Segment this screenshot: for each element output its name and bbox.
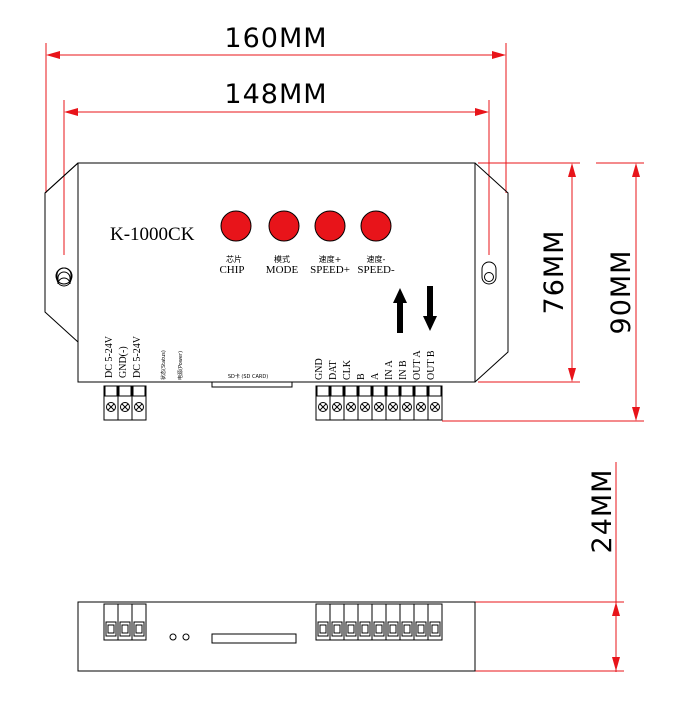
- chip-cn-label: 芯片: [226, 254, 242, 264]
- mounting-hole-right: [481, 261, 497, 285]
- terminal-screw: [329, 385, 345, 421]
- up-arrow-icon: [393, 288, 407, 333]
- terminal-socket: [343, 603, 359, 641]
- signal-terminal-block-top: [315, 385, 443, 421]
- signal-terminal-label: B: [356, 373, 367, 380]
- terminal-screw: [357, 385, 373, 421]
- terminal-screw: [103, 385, 119, 421]
- terminal-screw: [371, 385, 387, 421]
- sd-card-label: SD卡 (SD CARD): [228, 373, 268, 380]
- speed-minus-label: SPEED-: [357, 264, 395, 276]
- mode-button[interactable]: [268, 210, 300, 242]
- sd-card-slot-side: [211, 633, 297, 644]
- speed-plus-button[interactable]: [314, 210, 346, 242]
- housing-top-view: [44, 162, 509, 383]
- terminal-socket: [399, 603, 415, 641]
- signal-terminal-label: A: [370, 372, 381, 380]
- terminal-screw: [399, 385, 415, 421]
- dimension-90-label: 90MM: [606, 250, 637, 335]
- power-terminal-label: GND(-): [118, 346, 129, 378]
- down-arrow-icon: [423, 286, 437, 331]
- terminal-screw: [117, 385, 133, 421]
- chip-button[interactable]: [220, 210, 252, 242]
- dimension-24: 24MM: [472, 462, 624, 672]
- terminal-socket: [315, 603, 331, 641]
- power-terminal-label: DC 5-24V: [104, 335, 115, 378]
- power-indicator-label: 电源(Power): [177, 351, 184, 380]
- signal-terminal-label: IN B: [398, 360, 409, 380]
- terminal-socket: [413, 603, 429, 641]
- power-terminal-block-top: [103, 385, 147, 421]
- terminal-socket: [103, 603, 119, 641]
- terminal-screw: [315, 385, 331, 421]
- terminal-socket: [371, 603, 387, 641]
- button-labels: 芯片 CHIP 模式 MODE 速度+ SPEED+ 速度- SPEED-: [219, 254, 395, 276]
- dimension-160: 160MM: [45, 23, 507, 193]
- chip-label: CHIP: [219, 264, 244, 276]
- model-name: K-1000CK: [110, 224, 195, 245]
- terminal-screw: [131, 385, 147, 421]
- status-indicator-label: 状态(Status): [160, 350, 167, 380]
- led-indicators-side: [169, 633, 190, 641]
- dimension-148: 148MM: [63, 79, 490, 255]
- mounting-hole-left: [55, 267, 73, 287]
- speed-plus-label: SPEED+: [310, 264, 350, 276]
- signal-terminal-label: OUT A: [412, 350, 423, 380]
- power-led-icon: [182, 633, 190, 641]
- terminal-socket: [357, 603, 373, 641]
- terminal-socket: [329, 603, 345, 641]
- sd-card-slot-top: SD卡 (SD CARD): [211, 373, 293, 388]
- dimension-24-label: 24MM: [587, 469, 618, 554]
- terminal-screw: [427, 385, 443, 421]
- terminal-socket: [427, 603, 443, 641]
- power-terminal-label: DC 5-24V: [132, 335, 143, 378]
- mode-cn-label: 模式: [274, 254, 290, 264]
- power-terminal-block-side: [103, 603, 147, 641]
- signal-terminal-label: DAT: [328, 361, 339, 380]
- terminal-screw: [385, 385, 401, 421]
- speed-minus-cn-label: 速度-: [367, 254, 386, 264]
- speed-plus-cn-label: 速度+: [319, 254, 342, 264]
- status-led-icon: [169, 633, 177, 641]
- indicator-labels: 状态(Status) 电源(Power): [160, 350, 184, 380]
- dimension-148-label: 148MM: [224, 79, 327, 110]
- terminal-screw: [413, 385, 429, 421]
- terminal-socket: [385, 603, 401, 641]
- signal-terminal-label: GND: [314, 358, 325, 380]
- terminal-socket: [131, 603, 147, 641]
- signal-terminal-label: IN A: [384, 360, 395, 381]
- control-buttons: [220, 210, 392, 242]
- terminal-socket: [117, 603, 133, 641]
- signal-terminal-label: CLK: [342, 359, 353, 380]
- signal-terminal-block-side: [315, 603, 443, 641]
- dimension-160-label: 160MM: [224, 23, 327, 54]
- terminal-screw: [343, 385, 359, 421]
- power-terminal-labels: DC 5-24V GND(-) DC 5-24V: [104, 335, 143, 378]
- housing-side-view: [77, 601, 476, 672]
- mode-label: MODE: [266, 264, 299, 276]
- dimension-90: 90MM: [442, 162, 644, 422]
- signal-terminal-label: OUT B: [426, 350, 437, 380]
- speed-minus-button[interactable]: [360, 210, 392, 242]
- dimension-76-label: 76MM: [539, 230, 570, 315]
- dimension-76: 76MM: [478, 162, 580, 383]
